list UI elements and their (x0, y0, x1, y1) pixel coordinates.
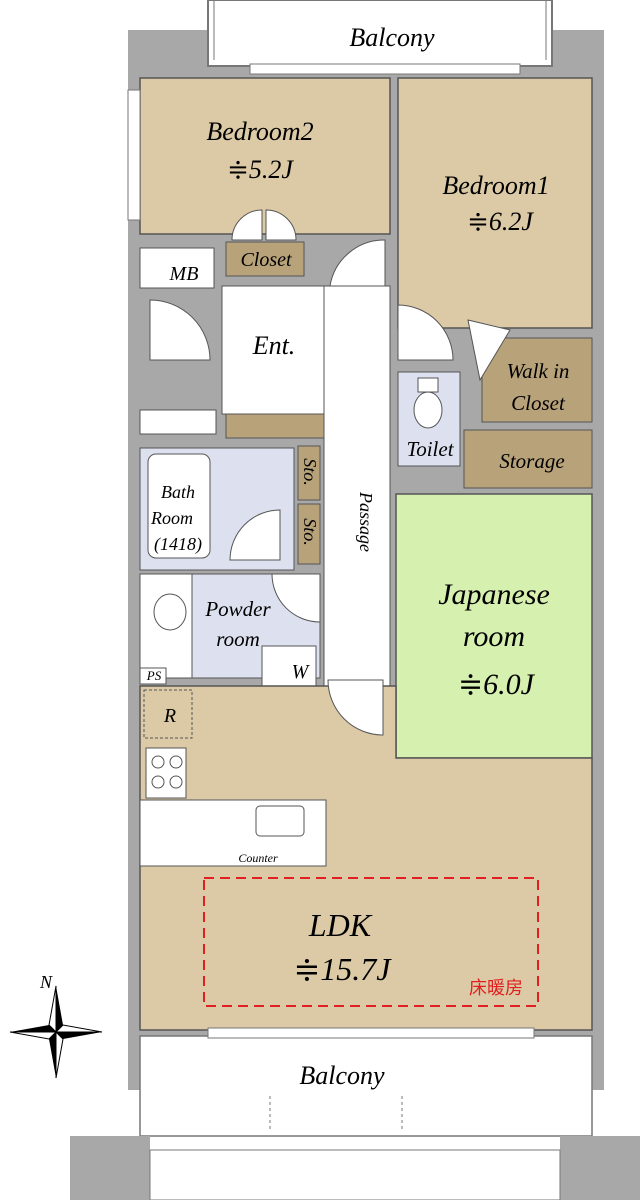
bedroom2-size: ≑5.2J (227, 155, 294, 184)
storage-area (463, 429, 593, 489)
bedroom1-size: ≑6.2J (467, 207, 534, 236)
walkin-closet-area (481, 337, 593, 423)
washer-label: W (292, 661, 311, 683)
balcony-top-label: Balcony (349, 23, 435, 52)
japanese-room-size: ≑6.0J (458, 668, 536, 701)
walkin-closet-label-2: Closet (511, 391, 566, 415)
floor-heating-zone (203, 877, 539, 1007)
sto1-area (297, 445, 321, 501)
closet-area (225, 241, 305, 277)
sto2-area (297, 503, 321, 565)
bedroom1-label: Bedroom1 (442, 171, 549, 200)
bath-label-2: Room (150, 508, 193, 528)
ldk-area (139, 685, 593, 1031)
toilet-label: Toilet (406, 437, 454, 461)
japanese-room-area (395, 493, 593, 759)
sto2-label: Sto. (300, 518, 320, 546)
passage-label: Passage (356, 491, 376, 552)
mb-area (139, 247, 215, 289)
floor-heating-label: 床暖房 (469, 978, 523, 999)
bedroom1-area (397, 77, 593, 329)
entrance-label: Ent. (252, 331, 296, 360)
sto1-label: Sto. (300, 458, 320, 486)
powder-room-label-2: room (216, 627, 260, 651)
balcony-bottom (139, 1035, 593, 1137)
storage-label: Storage (499, 449, 564, 473)
ldk-size: ≑15.7J (293, 951, 392, 987)
powder-room-label-1: Powder (204, 597, 271, 621)
compass-n-label: N (39, 972, 53, 992)
counter-label: Counter (238, 851, 278, 865)
bath-label-1: Bath (161, 482, 195, 502)
bath-label-3: (1418) (154, 534, 202, 555)
ps-label: PS (146, 668, 162, 683)
balcony-top (207, 0, 553, 67)
mb-label: MB (169, 263, 199, 285)
bedroom2-label: Bedroom2 (206, 117, 313, 146)
japanese-room-label-1: Japanese (438, 578, 550, 611)
closet-label: Closet (240, 249, 292, 271)
bedroom2-area (139, 77, 391, 235)
japanese-room-label-2: room (463, 620, 525, 653)
balcony-bottom-label: Balcony (299, 1061, 385, 1090)
ldk-label: LDK (308, 907, 373, 943)
fridge-label: R (163, 705, 176, 727)
compass-icon (9, 985, 103, 1079)
walkin-closet-label-1: Walk in (507, 359, 570, 383)
